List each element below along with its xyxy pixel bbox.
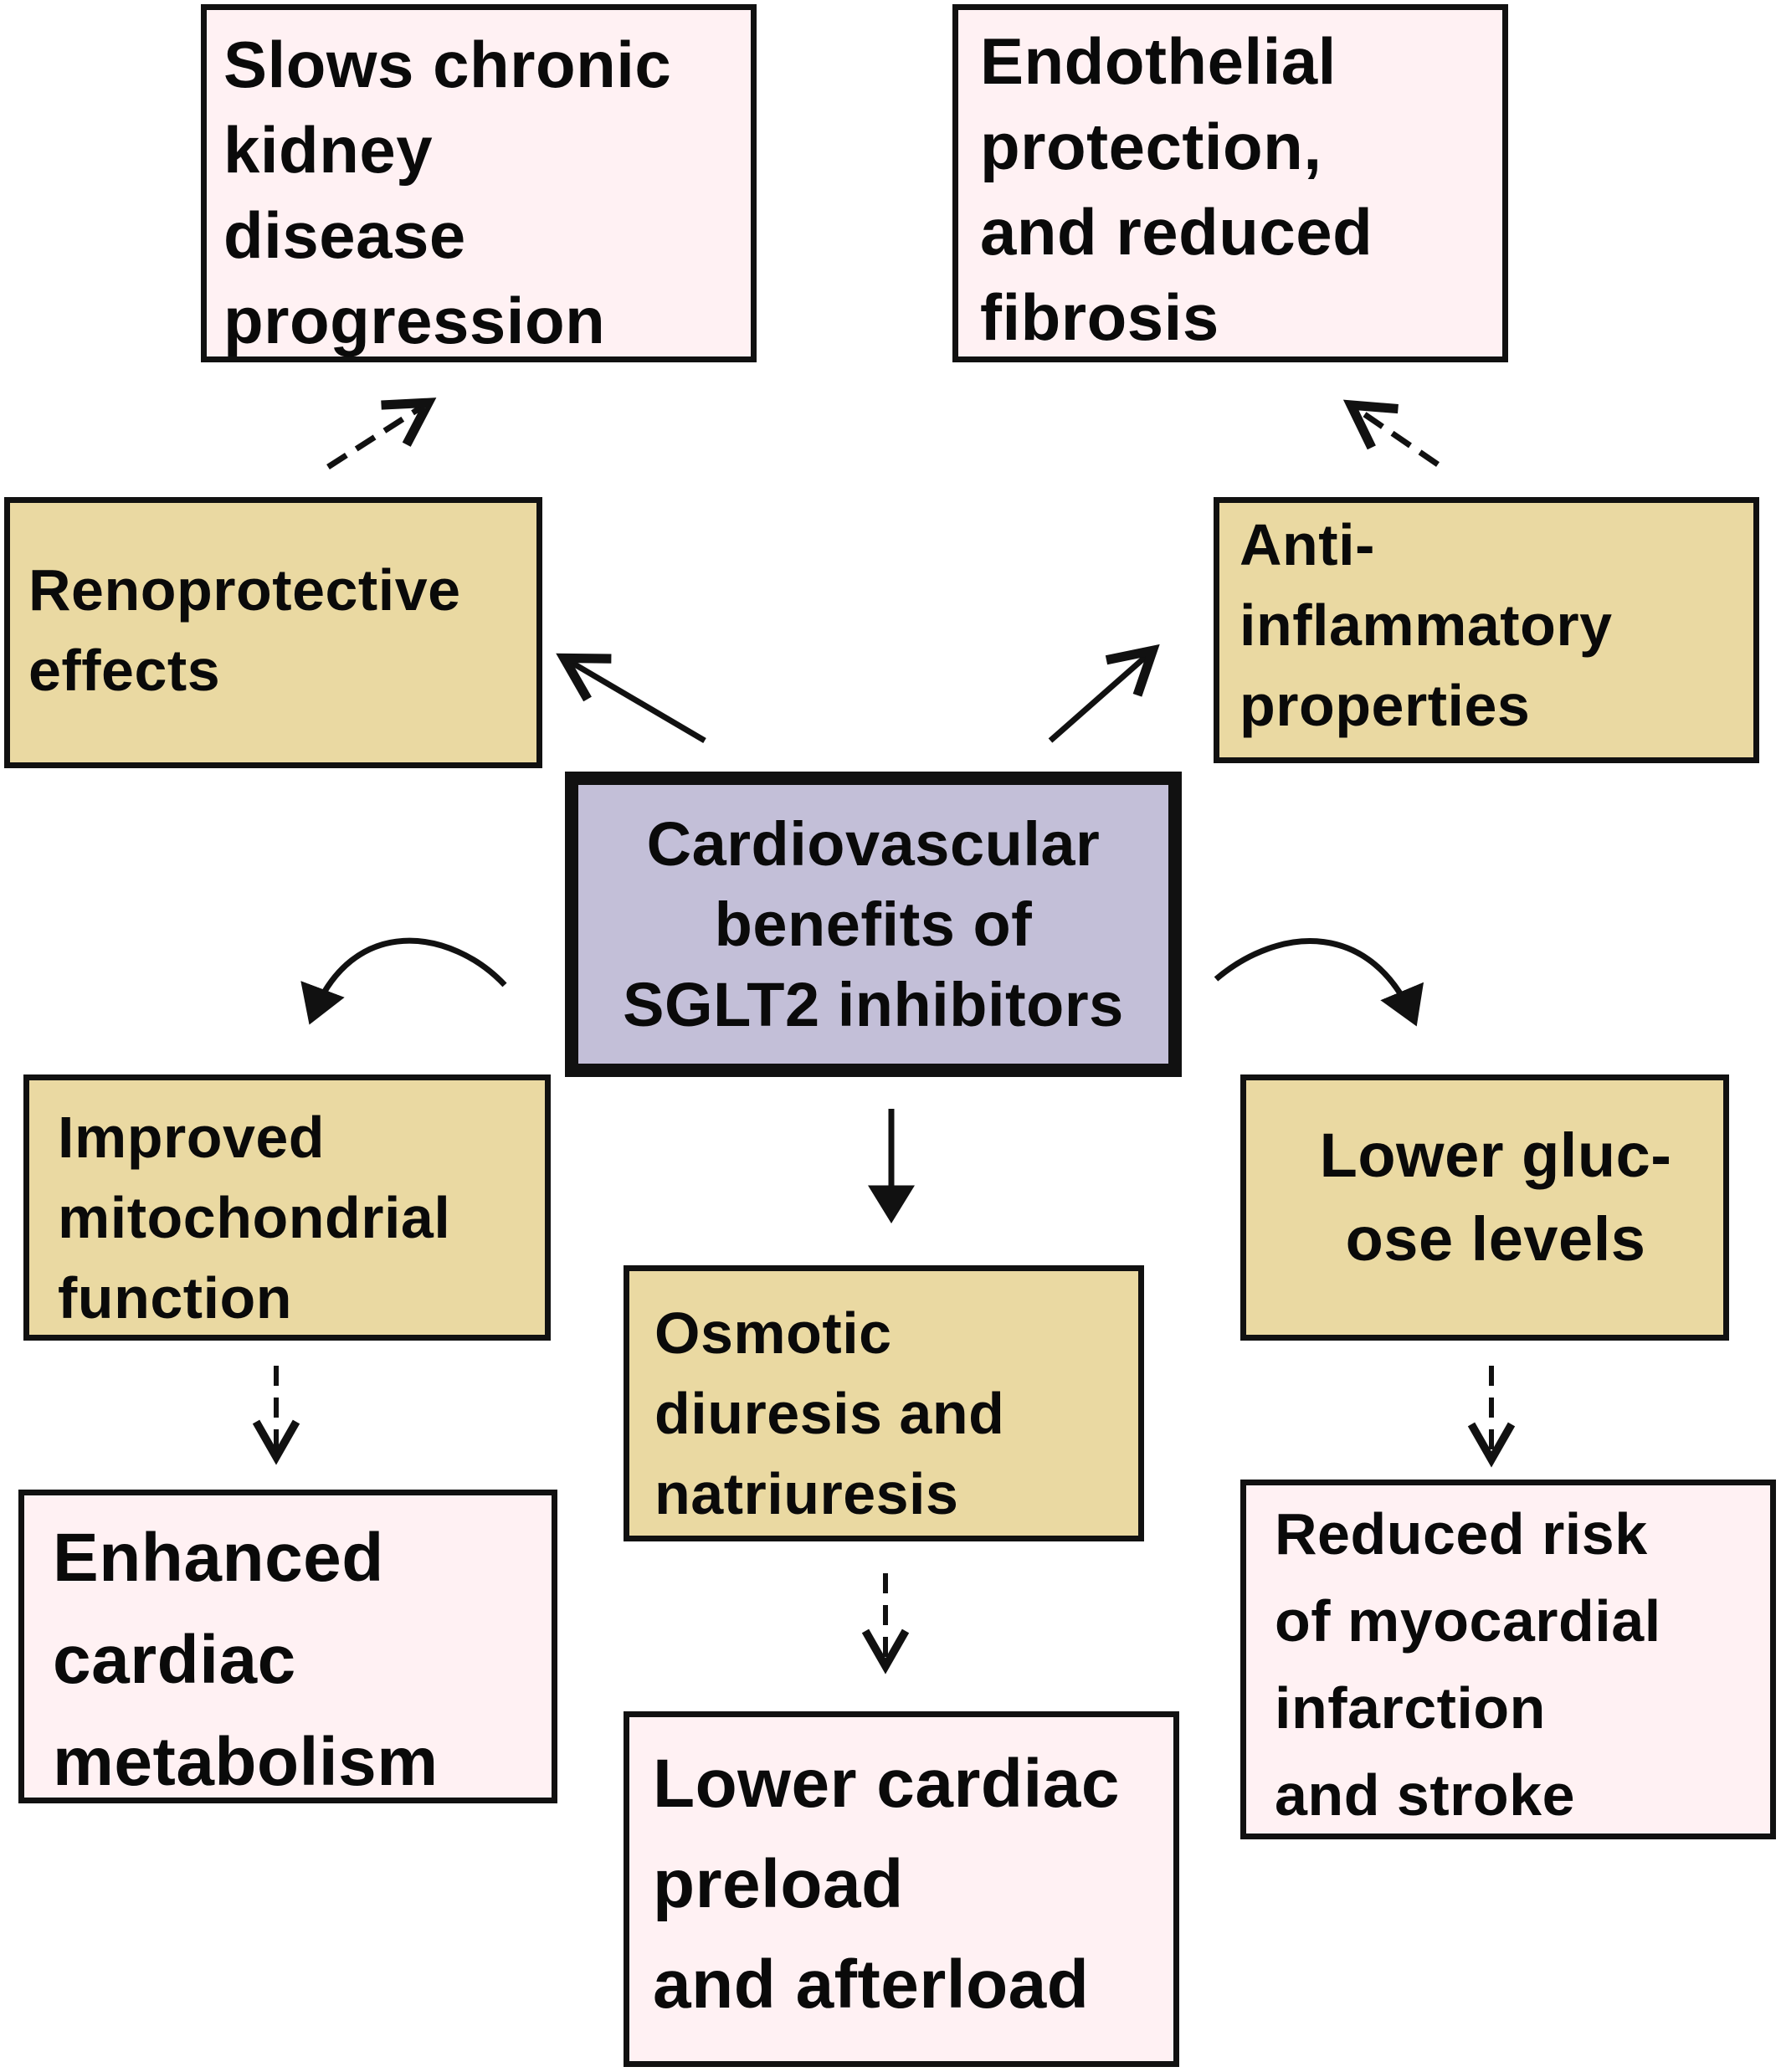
outcome-preload: Lower cardiac preload and afterload <box>624 1711 1179 2067</box>
outcome-risk: Reduced risk of myocardial infarction an… <box>1240 1480 1776 1839</box>
mechanism-anti-inflammatory-label: Anti- inflammatory properties <box>1240 512 1613 738</box>
mechanism-mitochondrial-label: Improved mitochondrial function <box>58 1105 451 1331</box>
outcome-metabolism: Enhanced cardiac metabolism <box>18 1490 557 1803</box>
outcome-kidney-label: Slows chronic kidney disease progression <box>223 28 672 357</box>
arrow-renoprotective-to-kidney <box>326 397 437 469</box>
outcome-risk-label: Reduced risk of myocardial infarction an… <box>1275 1501 1661 1828</box>
arrow-center-to-anti-inflammatory <box>1048 644 1160 743</box>
outcome-preload-label: Lower cardiac preload and afterload <box>653 1746 1120 2023</box>
mechanism-glucose-label: Lower gluc- ose levels <box>1319 1121 1672 1274</box>
outcome-metabolism-label: Enhanced cardiac metabolism <box>53 1520 439 1800</box>
mechanism-glucose: Lower gluc- ose levels <box>1240 1074 1729 1341</box>
arrow-center-to-glucose <box>1214 938 1424 1027</box>
arrow-center-to-renoprotective <box>556 653 706 744</box>
mechanism-renoprotective-label: Renoprotective effects <box>28 557 461 703</box>
mechanism-mitochondrial: Improved mitochondrial function <box>23 1074 551 1341</box>
outcome-kidney: Slows chronic kidney disease progression <box>201 4 757 362</box>
center-box: Cardiovascular benefits of SGLT2 inhibit… <box>565 772 1182 1077</box>
mechanism-osmotic: Osmotic diuresis and natriuresis <box>624 1265 1144 1541</box>
mechanism-anti-inflammatory: Anti- inflammatory properties <box>1214 497 1759 763</box>
center-box-label: Cardiovascular benefits of SGLT2 inhibit… <box>623 808 1124 1039</box>
arrow-anti-inflammatory-to-endothelial <box>1342 399 1440 467</box>
outcome-endothelial-label: Endothelial protection, and reduced fibr… <box>980 24 1373 354</box>
mechanism-osmotic-label: Osmotic diuresis and natriuresis <box>654 1300 1005 1526</box>
arrow-center-to-mitochondrial <box>300 937 507 1025</box>
mechanism-renoprotective: Renoprotective effects <box>4 497 542 768</box>
outcome-endothelial: Endothelial protection, and reduced fibr… <box>952 4 1508 362</box>
